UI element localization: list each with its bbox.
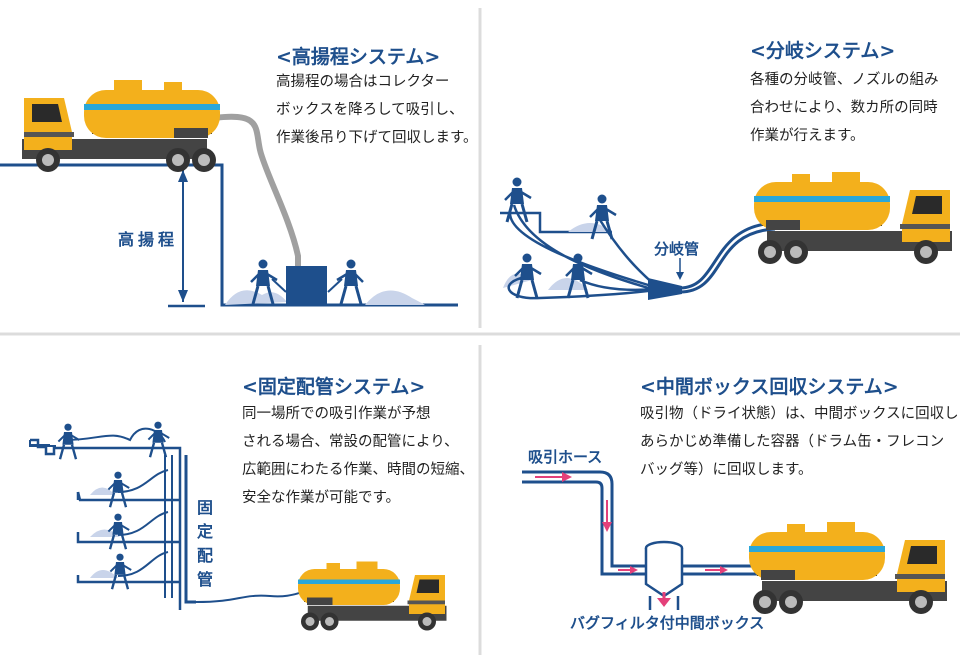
mid-box-illustration [522, 470, 947, 614]
fixed-pipe-illustration [29, 420, 447, 631]
branch-pipe-label: 分岐管 [654, 240, 700, 258]
fixed-pipe-line: 広範囲にわたる作業、時間の短縮、 [242, 462, 474, 478]
fixed-pipe-description: 同一場所での吸引作業が予想 される場合、常設の配管により、 広範囲にわたる作業、… [242, 400, 474, 512]
fixed-pipe-title: <固定配管システム> [242, 376, 426, 398]
high-lift-label: 高揚程 [118, 230, 179, 249]
high-lift-description: 高揚程の場合はコレクター ボックスを降ろして吸引し、 作業後吊り下げて回収します… [276, 68, 478, 152]
branch-line: 各種の分岐管、ノズルの組み [750, 72, 939, 88]
bag-filter-box-label: バグフィルタ付中間ボックス [570, 614, 765, 632]
mid-box-description: 吸引物（ドライ状態）は、中間ボックスに回収し あらかじめ準備した容器（ドラム缶・… [640, 400, 959, 484]
branch-line: 作業が行えます。 [750, 128, 865, 144]
branch-line: 合わせにより、数カ所の同時 [750, 100, 938, 116]
high-lift-line: ボックスを降ろして吸引し、 [276, 102, 464, 118]
mid-box-line: バッグ等）に回収します。 [640, 462, 813, 478]
branch-description: 各種の分岐管、ノズルの組み 合わせにより、数カ所の同時 作業が行えます。 [750, 66, 939, 150]
mid-box-title: <中間ボックス回収システム> [640, 376, 899, 398]
branch-illustration [500, 172, 952, 300]
high-lift-line: 作業後吊り下げて回収します。 [276, 130, 478, 146]
fixed-pipe-line: される場合、常設の配管により、 [242, 434, 459, 450]
high-lift-line: 高揚程の場合はコレクター [276, 74, 450, 90]
high-lift-illustration [0, 80, 458, 308]
mid-box-line: 吸引物（ドライ状態）は、中間ボックスに回収し [640, 406, 959, 422]
mid-box-line: あらかじめ準備した容器（ドラム缶・フレコン [640, 434, 945, 450]
suction-hose-label: 吸引ホース [528, 448, 603, 466]
fixed-pipe-line: 同一場所での吸引作業が予想 [242, 406, 431, 422]
fixed-pipe-line: 安全な作業が可能です。 [242, 490, 401, 506]
fixed-pipe-label: 固定配管 [196, 498, 213, 589]
high-lift-title: <高揚程システム> [276, 46, 441, 68]
branch-title: <分岐システム> [750, 40, 896, 62]
